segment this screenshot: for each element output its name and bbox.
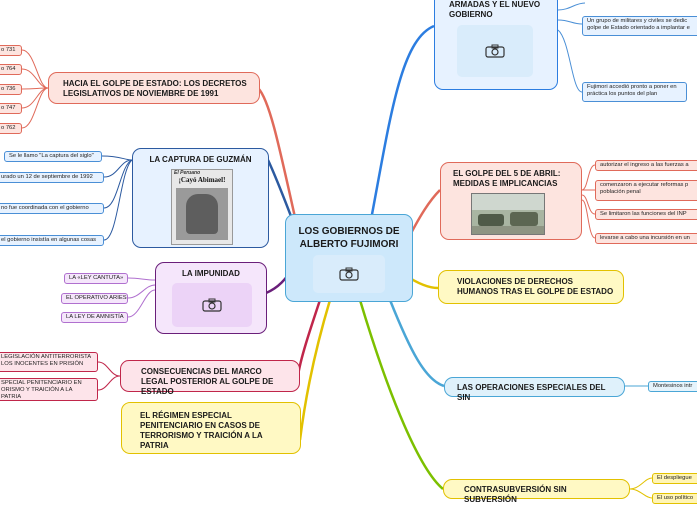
branch-armadas-title: ARMADAS Y EL NUEVO GOBIERNO bbox=[449, 0, 541, 19]
branch-golpe-title: HACIA EL GOLPE DE ESTADO: LOS DECRETOS L… bbox=[63, 79, 247, 98]
branch-impunidad[interactable]: LA IMPUNIDAD bbox=[155, 262, 267, 334]
leaf-reformas-poblacion[interactable]: comenzaron a ejecutar reformas p poblaci… bbox=[595, 180, 697, 201]
leaf-gobierno-insistia[interactable]: el gobierno insistía en algunas cosas bbox=[0, 235, 104, 246]
leaf-incursion[interactable]: levarse a cabo una incursión en un bbox=[595, 233, 697, 244]
leaf-decreto-764[interactable]: o 764 bbox=[0, 64, 22, 75]
branch-regimen-title: EL RÉGIMEN ESPECIAL PENITENCIARIO EN CAS… bbox=[140, 411, 263, 450]
armadas-image-placeholder bbox=[457, 25, 533, 77]
newspaper-photo: El Peruano ¡Cayó Abimael! bbox=[171, 169, 233, 245]
leaf-operativo-aries[interactable]: EL OPERATIVO ARIES bbox=[61, 293, 128, 304]
branch-contra-title: CONTRASUBVERSIÓN SIN SUBVERSIÓN bbox=[464, 485, 567, 504]
impunidad-image-placeholder bbox=[172, 283, 252, 327]
branch-regimen-penitenciario[interactable]: EL RÉGIMEN ESPECIAL PENITENCIARIO EN CAS… bbox=[121, 402, 301, 454]
leaf-despliegue[interactable]: El despliegue bbox=[652, 473, 697, 484]
branch-operaciones-sin[interactable]: LAS OPERACIONES ESPECIALES DEL SIN bbox=[444, 377, 625, 402]
leaf-capturado-fecha[interactable]: urado un 12 de septiembre de 1992 bbox=[0, 172, 104, 183]
branch-abril-title: EL GOLPE DEL 5 DE ABRIL: MEDIDAS E IMPLI… bbox=[453, 169, 561, 188]
leaf-decreto-736[interactable]: o 736 bbox=[0, 84, 22, 95]
newspaper-masthead: El Peruano bbox=[174, 170, 201, 176]
leaf-decreto-747[interactable]: o 747 bbox=[0, 103, 22, 114]
leaf-legislacion-antiterrorista[interactable]: LEGISLACIÓN ANTITERRORISTA LOS INOCENTES… bbox=[0, 352, 98, 372]
central-topic[interactable]: LOS GOBIERNOS DE ALBERTO FUJIMORI bbox=[285, 214, 413, 302]
newspaper-headline: ¡Cayó Abimael! bbox=[178, 176, 226, 184]
branch-consecuencias-title: CONSECUENCIAS DEL MARCO LEGAL POSTERIOR … bbox=[141, 367, 274, 396]
branch-violaciones-ddhh[interactable]: VIOLACIONES DE DERECHOS HUMANOS TRAS EL … bbox=[438, 270, 624, 304]
leaf-regimen-penitenciario[interactable]: SPECIAL PENITENCIARIO EN ORISMO Y TRAICI… bbox=[0, 378, 98, 401]
leaf-decreto-762[interactable]: o 762 bbox=[0, 123, 22, 134]
leaf-captura-del-siglo[interactable]: Se le llamo "La captura del siglo" bbox=[4, 151, 102, 162]
branch-armadas-nuevo-gobierno[interactable]: ARMADAS Y EL NUEVO GOBIERNO bbox=[434, 0, 558, 90]
branch-captura-guzman[interactable]: LA CAPTURA DE GUZMÁN El Peruano ¡Cayó Ab… bbox=[132, 148, 269, 248]
leaf-no-coordinada[interactable]: no fue coordinada con el gobierno bbox=[0, 203, 104, 214]
leaf-uso-politico[interactable]: El uso político bbox=[652, 493, 697, 504]
camera-icon bbox=[485, 44, 505, 58]
branch-consecuencias[interactable]: CONSECUENCIAS DEL MARCO LEGAL POSTERIOR … bbox=[120, 360, 300, 396]
camera-icon bbox=[339, 267, 359, 281]
branch-violaciones-title: VIOLACIONES DE DERECHOS HUMANOS TRAS EL … bbox=[457, 277, 614, 296]
leaf-grupo-militares[interactable]: Un grupo de militares y civiles se dedic… bbox=[582, 16, 697, 36]
leaf-decreto-731[interactable]: o 731 bbox=[0, 45, 22, 56]
branch-sin-title: LAS OPERACIONES ESPECIALES DEL SIN bbox=[457, 383, 606, 402]
leaf-autorizar-ingreso[interactable]: autorizar el ingreso a las fuerzas a bbox=[595, 160, 697, 171]
central-image-placeholder bbox=[313, 255, 385, 293]
leaf-montesinos[interactable]: Montesinos intr bbox=[648, 381, 697, 392]
leaf-funciones-inpe[interactable]: Se limitaron las funciones del INP bbox=[595, 209, 697, 220]
leaf-fujimori-accedio[interactable]: Fujimori accedió pronto a poner en práct… bbox=[582, 82, 687, 102]
central-title: LOS GOBIERNOS DE ALBERTO FUJIMORI bbox=[298, 226, 400, 250]
branch-guzman-title: LA CAPTURA DE GUZMÁN bbox=[149, 155, 252, 164]
tanks-photo bbox=[471, 193, 545, 235]
branch-impunidad-title: LA IMPUNIDAD bbox=[182, 269, 240, 278]
branch-golpe-5-abril[interactable]: EL GOLPE DEL 5 DE ABRIL: MEDIDAS E IMPLI… bbox=[440, 162, 582, 240]
branch-golpe-decretos[interactable]: HACIA EL GOLPE DE ESTADO: LOS DECRETOS L… bbox=[48, 72, 260, 104]
leaf-ley-cantuta[interactable]: LA «LEY CANTUTA» bbox=[64, 273, 128, 284]
camera-icon bbox=[202, 298, 222, 312]
leaf-ley-amnistia[interactable]: LA LEY DE AMNISTÍA bbox=[61, 312, 128, 323]
branch-contrasubversion[interactable]: CONTRASUBVERSIÓN SIN SUBVERSIÓN bbox=[443, 479, 630, 504]
